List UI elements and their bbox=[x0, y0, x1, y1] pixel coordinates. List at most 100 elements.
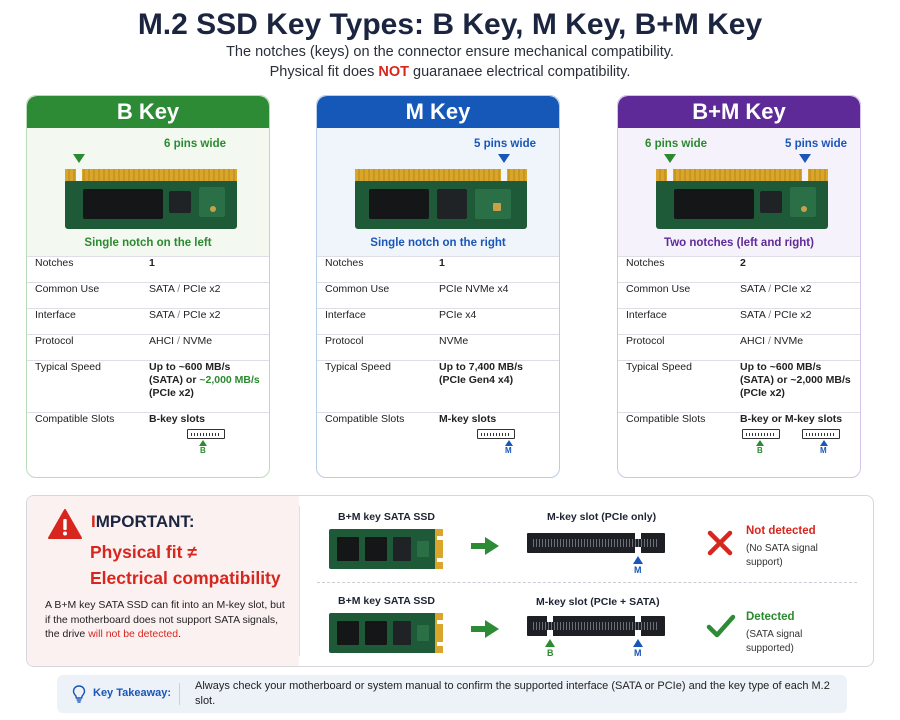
key-takeaway-bar: Key Takeaway: Always check your motherbo… bbox=[57, 675, 847, 713]
m-slot-marker-icon bbox=[633, 556, 643, 564]
m-slot-marker-icon bbox=[505, 440, 513, 446]
b-key-illustration: 6 pins wide Single notch on the left bbox=[27, 128, 269, 256]
b-key-notches-value: 1 bbox=[141, 256, 269, 283]
row-label-interface: Interface bbox=[27, 308, 141, 335]
b-key-notch-caption: Single notch on the left bbox=[84, 237, 212, 249]
row-label-compatible-slots: Compatible Slots bbox=[618, 412, 732, 477]
b-key-header: B Key bbox=[27, 96, 269, 128]
row-label-typical-speed: Typical Speed bbox=[618, 360, 732, 413]
row-label-interface: Interface bbox=[317, 308, 431, 335]
b-key-slots-value: B-key slots B bbox=[141, 412, 269, 477]
bm-key-notch-caption: Two notches (left and right) bbox=[664, 237, 814, 249]
scenario-divider bbox=[317, 582, 857, 583]
m-slot-marker-letter: M bbox=[634, 565, 642, 575]
row-label-common-use: Common Use bbox=[27, 282, 141, 309]
b-slot-marker-letter: B bbox=[547, 648, 554, 658]
bm-key-speed-value: Up to ~600 MB/s(SATA) or ~2,000 MB/s(PCI… bbox=[732, 360, 860, 413]
takeaway-divider bbox=[179, 683, 180, 705]
m-key-protocol-value: NVMe bbox=[431, 334, 559, 361]
row-label-notches: Notches bbox=[317, 256, 431, 283]
m-key-header: M Key bbox=[317, 96, 559, 128]
arrow-right-icon bbox=[471, 537, 499, 555]
scenario-1-result: Not detected bbox=[746, 525, 816, 537]
takeaway-label: Key Takeaway: bbox=[93, 687, 172, 699]
b-slot-marker-icon bbox=[756, 440, 764, 446]
scenario-1-slot-label: M-key slot (PCIe only) bbox=[547, 511, 657, 523]
important-title: IMPORTANT: bbox=[91, 512, 195, 532]
b-key-speed-value: Up to ~600 MB/s(SATA) or ~2,000 MB/s(PCI… bbox=[141, 360, 269, 413]
important-title-rest: MPORTANT: bbox=[95, 512, 195, 531]
b-key-protocol-b: NVMe bbox=[182, 335, 213, 347]
m-slot-marker-letter: M bbox=[505, 446, 512, 455]
bm-key-slots-text: B-key or M-key slots bbox=[740, 413, 843, 425]
separator: / bbox=[768, 283, 772, 295]
bm-key-interface-value: SATA / PCIe x2 bbox=[732, 308, 860, 335]
m-key-notch-arrow bbox=[498, 154, 510, 163]
row-label-interface: Interface bbox=[618, 308, 732, 335]
m2-slot-large-icon bbox=[527, 533, 665, 553]
panel-divider bbox=[299, 506, 300, 656]
m-key-common-use-value: PCIe NVMe x4 bbox=[431, 282, 559, 309]
m2-slot-icon bbox=[742, 429, 780, 439]
row-label-typical-speed: Typical Speed bbox=[317, 360, 431, 413]
b-key-card: B Key 6 pins wide Single notch on the le… bbox=[26, 95, 270, 478]
slot-key-gap bbox=[635, 533, 641, 553]
m-key-pins-label: 5 pins wide bbox=[474, 138, 536, 150]
m-key-illustration: 5 pins wide Single notch on the right bbox=[317, 128, 559, 256]
ssd-module-icon bbox=[656, 169, 828, 229]
row-label-compatible-slots: Compatible Slots bbox=[27, 412, 141, 477]
b-key-slot-diagram: B bbox=[149, 429, 261, 459]
separator: / bbox=[768, 335, 771, 347]
bm-key-speed-3: (PCIe x2) bbox=[740, 387, 785, 399]
separator: / bbox=[177, 309, 181, 321]
b-key-pins-label: 6 pins wide bbox=[164, 138, 226, 150]
bm-key-common-use-a: SATA bbox=[740, 283, 766, 295]
scenario-2-result-note: (SATA signal supported) bbox=[746, 629, 803, 654]
bm-key-speed-1: Up to ~600 MB/s bbox=[740, 361, 822, 373]
row-label-notches: Notches bbox=[27, 256, 141, 283]
m-key-notches-value: 1 bbox=[431, 256, 559, 283]
important-body-emphasis: will not be detected bbox=[88, 628, 179, 640]
important-body-start: A B+M key SATA SSD can fit into an M-key… bbox=[45, 599, 285, 640]
row-label-protocol: Protocol bbox=[618, 334, 732, 361]
b-key-interface-b: PCIe x2 bbox=[183, 309, 221, 321]
bm-key-common-use-value: SATA / PCIe x2 bbox=[732, 282, 860, 309]
warning-icon bbox=[48, 509, 82, 539]
bm-key-slot-diagram: B M bbox=[740, 429, 852, 459]
ssd-module-icon bbox=[65, 169, 237, 229]
important-body: A B+M key SATA SSD can fit into an M-key… bbox=[45, 598, 291, 642]
bm-key-notches-value: 2 bbox=[732, 256, 860, 283]
m2-slot-icon bbox=[187, 429, 225, 439]
m2-slot-icon bbox=[477, 429, 515, 439]
row-label-notches: Notches bbox=[618, 256, 732, 283]
row-label-protocol: Protocol bbox=[27, 334, 141, 361]
check-icon bbox=[706, 614, 736, 638]
important-body-end: . bbox=[178, 628, 182, 640]
bm-key-slots-value: B-key or M-key slots B M bbox=[732, 412, 860, 477]
bm-key-header: B+M Key bbox=[618, 96, 860, 128]
separator: / bbox=[177, 283, 181, 295]
b-key-common-use-b: PCIe x2 bbox=[183, 283, 221, 295]
scenario-2-ssd-label: B+M key SATA SSD bbox=[338, 595, 435, 607]
b-key-speed-2a: (SATA) or bbox=[149, 374, 200, 386]
subtitle-emphasis: NOT bbox=[378, 64, 410, 80]
bm-key-notch-arrow-left bbox=[664, 154, 676, 163]
scenario-1-result-note: (No SATA signal support) bbox=[746, 543, 818, 568]
slot-key-gap bbox=[635, 616, 641, 636]
important-callout: IMPORTANT: Physical fit ≠ Electrical com… bbox=[27, 496, 299, 666]
b-key-speed-3: (PCIe x2) bbox=[149, 387, 194, 399]
scenario-2-slot-label: M-key slot (PCIe + SATA) bbox=[536, 596, 660, 608]
m-key-speed-1: Up to 7,400 MB/s bbox=[439, 361, 524, 373]
b-key-interface-a: SATA bbox=[149, 309, 175, 321]
important-title-initial: I bbox=[91, 512, 96, 531]
important-headline-1: Physical fit ≠ bbox=[90, 542, 197, 562]
important-headline-2: Electrical compatibility bbox=[90, 568, 281, 588]
bm-key-speed-2: (SATA) or ~2,000 MB/s bbox=[740, 374, 851, 386]
row-label-common-use: Common Use bbox=[618, 282, 732, 309]
bm-key-protocol-b: NVMe bbox=[773, 335, 804, 347]
arrow-right-icon bbox=[471, 620, 499, 638]
m2-slot-large-icon bbox=[527, 616, 665, 636]
